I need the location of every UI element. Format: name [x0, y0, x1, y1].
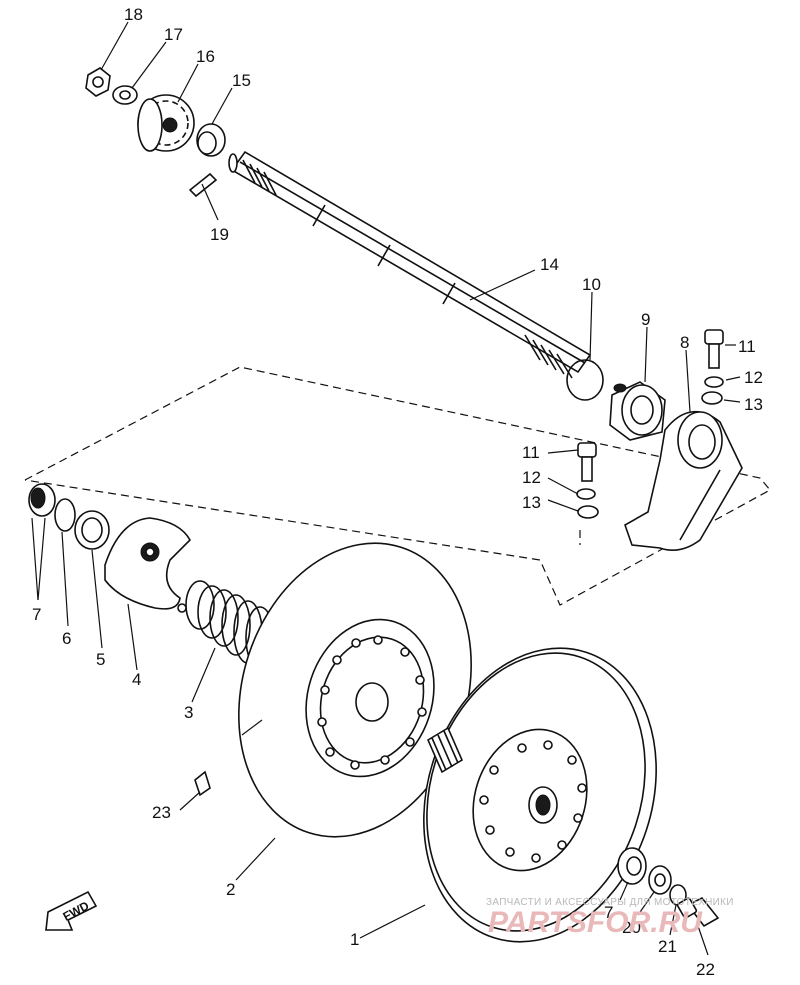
callout-9: 9 [641, 310, 650, 329]
callout-10: 10 [582, 275, 601, 294]
nut-18 [85, 67, 111, 97]
sheave-1 [423, 647, 657, 943]
bushing-7-left [28, 483, 56, 517]
callout-5: 5 [96, 650, 105, 669]
rivet-23 [194, 770, 211, 797]
bearing-9 [609, 381, 666, 441]
washer-5 [74, 510, 110, 550]
callout-19: 19 [210, 225, 229, 244]
bushing-7-right [617, 847, 647, 885]
callout-16: 16 [196, 47, 215, 66]
callout-11-right: 11 [738, 337, 756, 356]
callout-17: 17 [164, 25, 183, 44]
callout-18: 18 [124, 5, 143, 24]
cam-4 [104, 517, 191, 610]
watermark: ЗАПЧАСТИ И АКСЕССУАРЫ ДЛЯ МОТОТЕХНИКИ PA… [486, 897, 734, 939]
callout-13-left: 13 [522, 493, 541, 512]
callout-23: 23 [152, 803, 171, 822]
fwd-arrow: FWD [45, 890, 98, 931]
callout-20: 20 [622, 918, 641, 937]
callout-8: 8 [680, 333, 689, 352]
sheave-2 [238, 542, 472, 838]
callout-21: 21 [658, 937, 677, 956]
washer-17 [112, 85, 138, 105]
callout-3: 3 [184, 703, 193, 722]
watermark-logo: PARTSFOR.RU [488, 906, 703, 939]
callout-12-right: 12 [744, 368, 763, 387]
callout-15: 15 [232, 71, 251, 90]
washer-20 [648, 865, 672, 895]
callouts: 18 17 16 15 19 14 10 9 8 11 12 13 11 12 … [32, 5, 763, 979]
callout-12-left: 12 [522, 468, 541, 487]
callout-6: 6 [62, 629, 71, 648]
bolt-set-left [576, 442, 599, 519]
bolt-22 [676, 896, 720, 928]
callout-22: 22 [696, 960, 715, 979]
collar [196, 123, 226, 157]
callout-14: 14 [540, 255, 559, 274]
callout-2: 2 [226, 880, 235, 899]
callout-1: 1 [350, 930, 359, 949]
sprocket [137, 94, 195, 152]
watermark-tagline: ЗАПЧАСТИ И АКСЕССУАРЫ ДЛЯ МОТОТЕХНИКИ [486, 897, 734, 908]
circlip-6 [54, 498, 76, 532]
callout-7-left: 7 [32, 605, 41, 624]
assembly-boundary [24, 366, 771, 606]
callout-4: 4 [132, 670, 141, 689]
leader-lines [31, 21, 741, 956]
bolt-set-right [701, 329, 724, 405]
callout-13-right: 13 [744, 395, 763, 414]
bracket-8 [624, 410, 743, 551]
circlip-10 [566, 359, 604, 401]
callout-11-left: 11 [522, 443, 540, 462]
shaft [228, 150, 592, 379]
callout-7-right: 7 [604, 903, 613, 922]
